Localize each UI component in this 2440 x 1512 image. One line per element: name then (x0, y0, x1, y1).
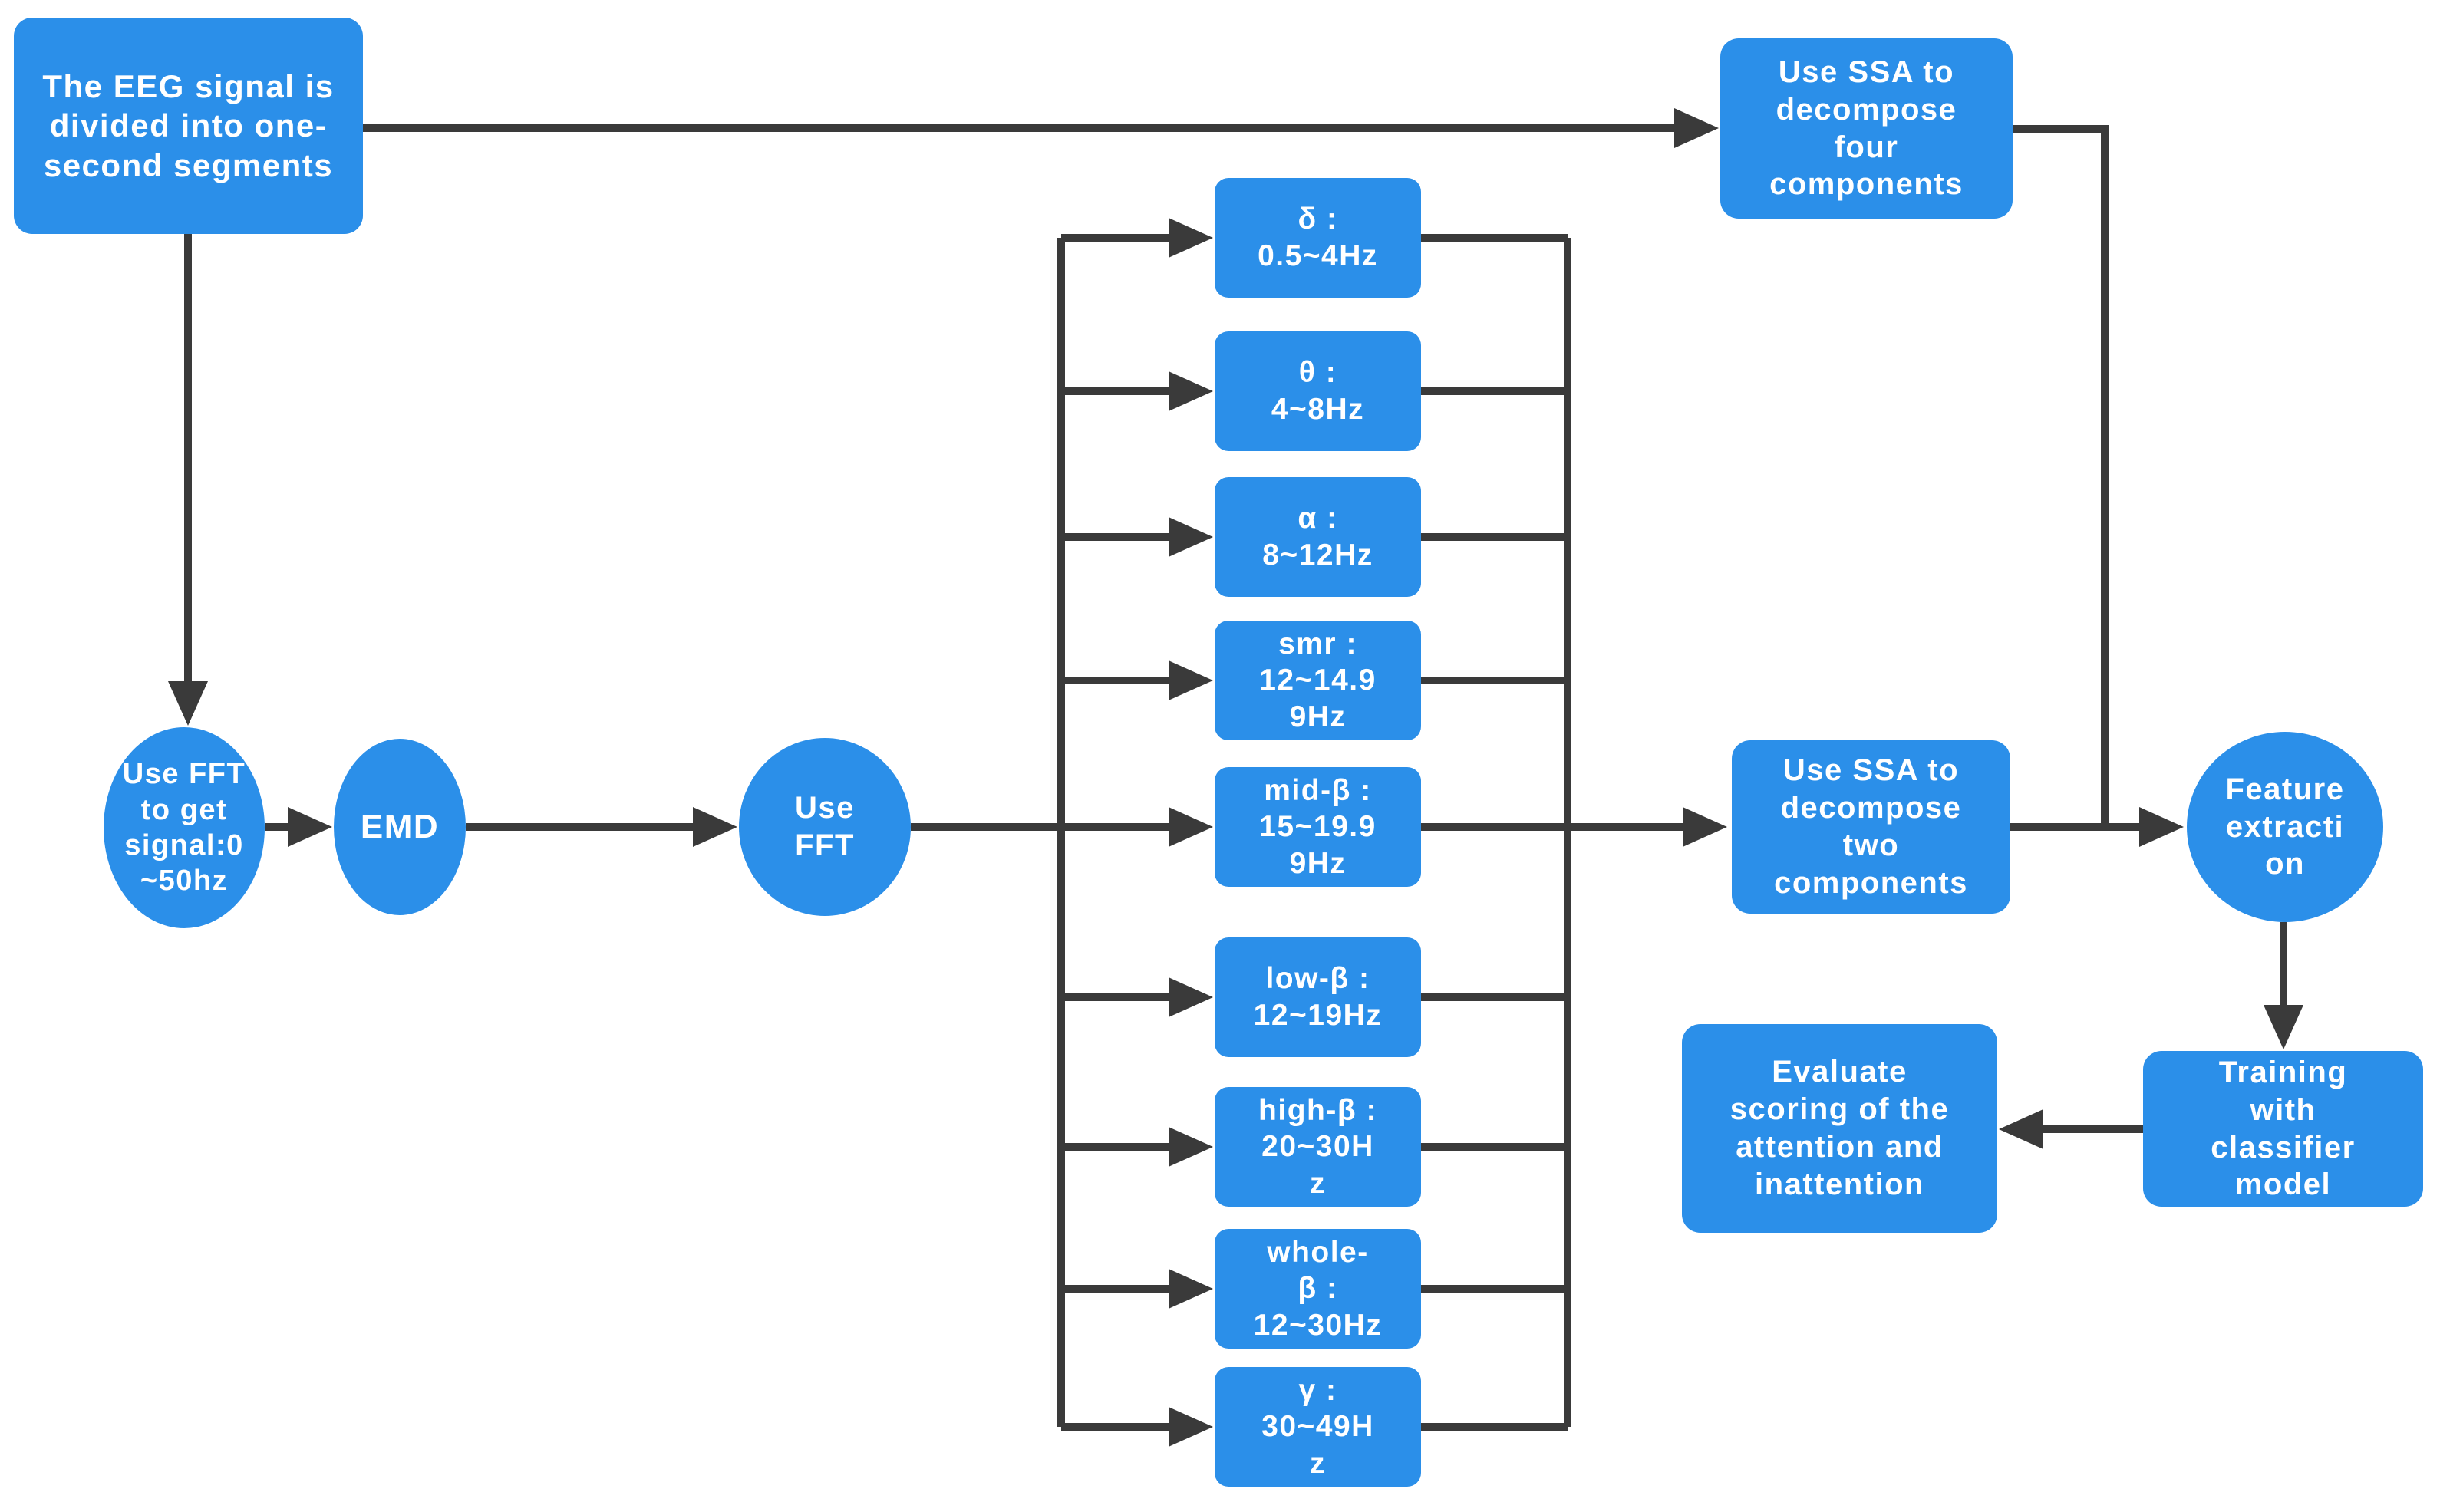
edge-fanout-trunk (1057, 234, 1170, 1431)
node-emd: EMD (334, 739, 466, 915)
node-ssa-two-components: Use SSA to decompose two components (1732, 740, 2010, 914)
node-band-delta: δ : 0.5~4Hz (1215, 178, 1421, 298)
node-evaluate-scoring: Evaluate scoring of the attention and in… (1682, 1024, 1997, 1233)
node-band-high-beta: high-β : 20~30H z (1215, 1087, 1421, 1207)
node-fft-0-50hz: Use FFT to get signal:0 ~50hz (104, 727, 265, 928)
node-feature-extraction: Feature extracti on (2187, 732, 2383, 922)
node-band-smr: smr : 12~14.9 9Hz (1215, 621, 1421, 740)
edge-fanin-collector (1421, 234, 1571, 1431)
node-band-low-beta: low-β : 12~19Hz (1215, 937, 1421, 1057)
edge-ssa-four-to-feature (2013, 125, 2109, 827)
node-band-mid-beta: mid-β : 15~19.9 9Hz (1215, 767, 1421, 887)
node-training-classifier: Training with classifier model (2143, 1051, 2423, 1207)
node-eeg-segments: The EEG signal is divided into one- seco… (14, 18, 363, 234)
node-band-gamma: γ : 30~49H z (1215, 1367, 1421, 1487)
node-band-whole-beta: whole- β : 12~30Hz (1215, 1229, 1421, 1349)
node-use-fft: Use FFT (739, 738, 911, 916)
node-ssa-four-components: Use SSA to decompose four components (1720, 38, 2013, 219)
node-band-alpha: α : 8~12Hz (1215, 477, 1421, 597)
node-band-theta: θ : 4~8Hz (1215, 331, 1421, 451)
arrowheads (168, 108, 2303, 1447)
